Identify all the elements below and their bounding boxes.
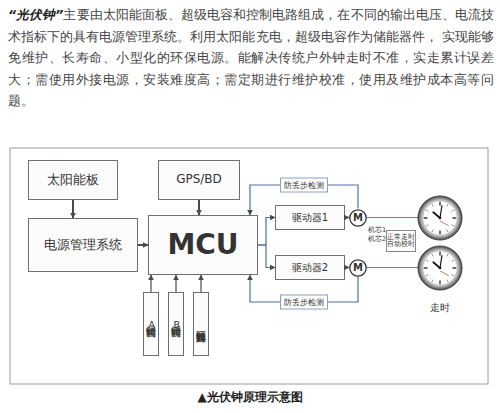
button-box: 调时按钮B <box>168 292 184 356</box>
driver-box: 驱动器1 <box>275 205 345 230</box>
motor-shaft-line <box>367 267 418 268</box>
node-text: 调时按钮B <box>171 319 181 330</box>
controller-box: MCU <box>148 215 258 275</box>
node-text: 驱动器2 <box>292 262 328 273</box>
connector <box>150 275 151 292</box>
outer-frame <box>10 148 488 384</box>
intro-text: 主要由太阳能面板、超级电容和控制电路组成，在不同的输出电压、电流技术指标下的具有… <box>8 7 494 108</box>
node-text: 太阳能板 <box>47 173 99 187</box>
connector <box>138 244 148 246</box>
connector <box>258 218 275 246</box>
signal-box: GPS/BD <box>158 160 240 200</box>
motor-circle: M <box>349 259 367 277</box>
button-box: 调时按钮A <box>143 292 159 356</box>
mode-note: 正常走时 自动校时 <box>386 230 416 252</box>
connector <box>198 200 200 215</box>
connector <box>258 245 275 268</box>
run-label: 走时 <box>425 302 455 314</box>
intro-paragraph: “光伏钟”主要由太阳能面板、超级电容和控制电路组成，在不同的输出电压、电流技术指… <box>8 4 494 112</box>
driver-box: 驱动器2 <box>275 255 345 280</box>
node-text: MCU <box>167 230 238 261</box>
connector <box>175 275 176 292</box>
knob-box: 时区选择旋钮 <box>193 292 209 356</box>
source-box: 太阳能板 <box>28 160 118 200</box>
connector <box>345 267 349 268</box>
edge-label: 防丢步检测 <box>280 295 328 310</box>
connector <box>345 217 349 218</box>
node-text: 调时按钮A <box>146 319 156 330</box>
motor-ring <box>350 209 366 225</box>
lead-term: “光伏钟” <box>8 7 63 22</box>
connector <box>72 200 74 218</box>
node-text: M <box>353 262 363 273</box>
motor-circle: M <box>349 209 367 227</box>
movement-label: 机芯1 <box>367 227 387 234</box>
edge-label: 防丢步检测 <box>280 178 328 193</box>
node-text: 电源管理系统 <box>44 238 122 252</box>
node-text: 驱动器1 <box>292 212 328 223</box>
motor-shaft-line <box>367 217 418 218</box>
process-box: 电源管理系统 <box>28 218 138 272</box>
figure-caption: ▲光伏钟原理示意图 <box>0 389 500 406</box>
node-text: M <box>353 212 363 223</box>
caption-text: ▲光伏钟原理示意图 <box>197 390 302 404</box>
movement-label: 机芯2 <box>367 236 387 243</box>
node-text: GPS/BD <box>176 173 222 186</box>
clock-face <box>418 246 462 290</box>
motor-ring <box>350 259 366 275</box>
clock-face <box>418 196 462 240</box>
connector <box>200 275 201 292</box>
